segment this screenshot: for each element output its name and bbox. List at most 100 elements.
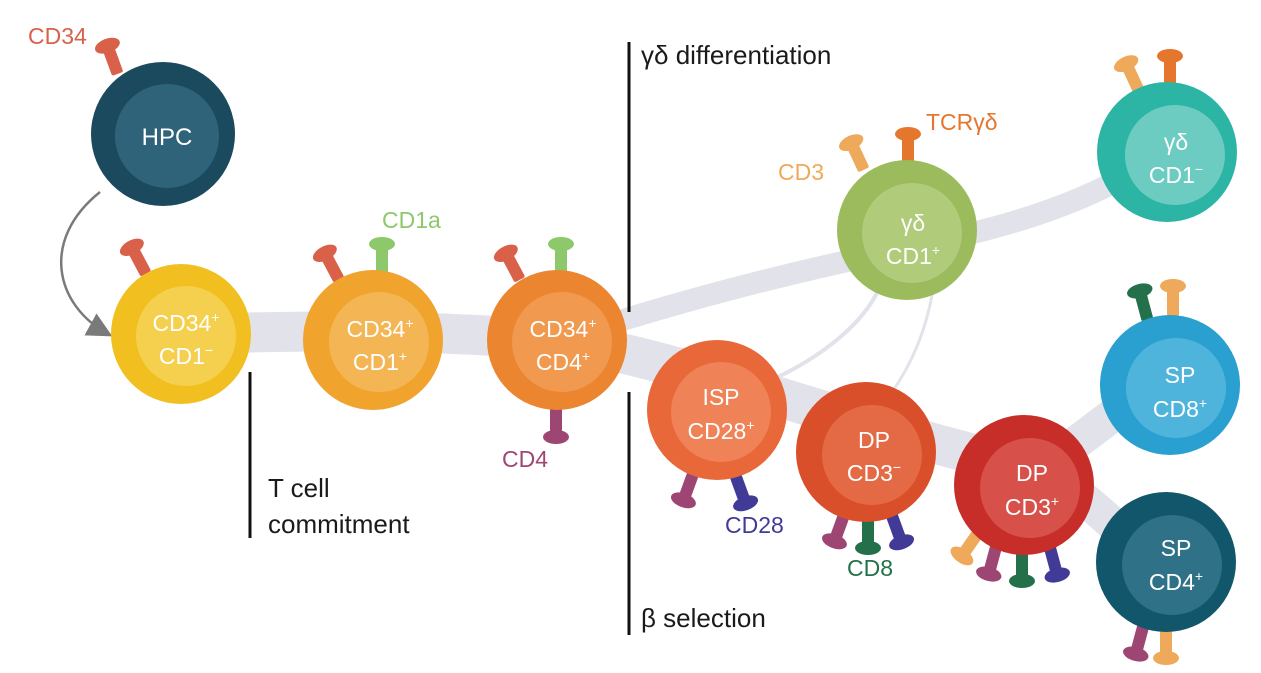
receptor-stem [886,512,906,542]
receptor-stem [1122,63,1144,93]
cell-c1-line2: CD1− [159,342,213,369]
receptor-cap [119,238,144,256]
cell-gdneg-line1: γδ [1164,129,1188,155]
cell-c1-line1: CD34+ [153,309,220,336]
receptor-stem [902,136,914,164]
receptor-cap [1127,283,1153,299]
receptor-stem [830,511,850,541]
receptor-sp4-cd3 [1153,628,1179,665]
receptor-cap [1160,279,1186,293]
receptor-cap [1044,567,1070,583]
cell-c3-inner [512,292,612,392]
receptor-cap [94,37,120,54]
receptor-sp4-cd4 [1123,623,1149,662]
cell-sp-cd4pos: SP CD4+ [1096,492,1236,632]
receptor-dppos-cd4 [976,543,1002,582]
receptor-stem [321,252,344,282]
receptor-dpneg-cd4 [821,511,850,550]
cell-gdpos-line1: γδ [901,210,925,236]
marker-label-cd28: CD28 [725,512,784,538]
marker-label-cd8: CD8 [847,555,893,581]
receptor-gdpos-cd3 [839,134,869,172]
receptor-stem [1044,544,1063,575]
receptor-gdneg-cd3 [1114,55,1144,93]
receptor-cap [1157,49,1183,63]
receptor-dpneg-cd28 [886,512,915,551]
receptor-gdneg-tcr [1157,49,1183,86]
marker-label-tcr: TCRγδ [926,109,998,135]
receptor-stem [983,543,1002,574]
cell-cd34pos-cd1pos: CD34+ CD1+ [303,270,443,410]
cell-isp-inner [671,362,771,462]
cell-dpneg-inner [822,405,922,505]
receptor-cap [543,430,569,444]
receptor-cap [312,244,337,262]
cell-dp-cd3pos: DP CD3+ [954,415,1094,555]
receptor-cap [670,492,696,509]
receptor-cap [821,533,847,550]
receptor-stem [1016,551,1028,579]
cell-sp-cd8pos: SP CD8+ [1100,315,1240,455]
cell-hpc-label: HPC [142,124,193,151]
cell-dppos-line2: CD3+ [1005,493,1059,520]
receptor-gdpos-tcr [895,127,921,164]
receptor-stem [679,470,699,500]
cell-c3-line2: CD4+ [536,348,590,375]
marker-label-cd3: CD3 [778,159,824,185]
receptor-c3-cd34 [493,244,525,282]
receptor-cap [369,237,395,251]
receptor-dpneg-cd8 [855,518,881,555]
receptor-c3-cd4 [543,407,569,444]
cell-sp8-line2: CD8+ [1153,395,1207,422]
cell-sp4-line2: CD4+ [1149,568,1203,595]
differentiation-arrow [59,191,113,337]
marker-label-cd34: CD34 [28,23,87,49]
cell-c2-line1: CD34+ [347,315,414,342]
receptor-stem [128,246,151,276]
receptor-cap [855,541,881,555]
cell-cd34pos-cd4pos: CD34+ CD4+ [487,270,627,410]
receptor-cap [895,127,921,141]
cell-dpneg-line1: DP [858,427,890,453]
receptor-dppos-cd28 [1044,544,1070,583]
receptor-c1-cd34 [119,238,151,276]
receptor-stem [502,252,525,282]
receptor-stem [847,142,869,172]
marker-label-cd4: CD4 [502,446,548,472]
cell-sp4-inner [1122,515,1222,615]
cell-dp-cd3neg: DP CD3− [796,382,936,522]
cell-sp4-line1: SP [1161,535,1192,561]
cell-dpneg-line2: CD3− [847,459,901,486]
cell-c3-line1: CD34+ [530,315,597,342]
receptor-stem [103,46,123,76]
isp-gd-connector [759,279,884,387]
stage-label-commitment-2: commitment [268,509,410,539]
receptor-stem [550,407,562,435]
cell-isp-line1: ISP [702,384,739,410]
receptor-cap [1009,574,1035,588]
cell-isp-cd28pos: ISP CD28+ [647,340,787,480]
receptor-stem [376,246,388,274]
receptor-stem [730,473,750,503]
cell-dppos-line1: DP [1016,460,1048,486]
receptor-cap [976,566,1002,582]
receptor-cap [493,244,518,262]
receptor-stem [1130,623,1149,654]
cell-isp-line2: CD28+ [688,417,755,444]
cell-hpc-inner [115,84,219,188]
receptor-cap [1123,646,1149,662]
marker-label-cd1a: CD1a [382,207,441,233]
cell-cd34pos-cd1neg: CD34+ CD1− [111,264,251,404]
receptor-cap [889,534,915,551]
receptor-c2-cd1a [369,237,395,274]
receptor-stem [1134,291,1153,322]
cell-c2-inner [329,292,429,392]
receptor-sp8-cd3 [1160,279,1186,316]
stage-label-gd-differentiation: γδ differentiation [641,40,831,70]
receptor-cap [1153,651,1179,665]
receptor-stem [555,246,567,274]
receptor-c3-cd1a [548,237,574,274]
cell-c1-inner [136,286,236,386]
cell-c2-line2: CD1+ [353,348,407,375]
